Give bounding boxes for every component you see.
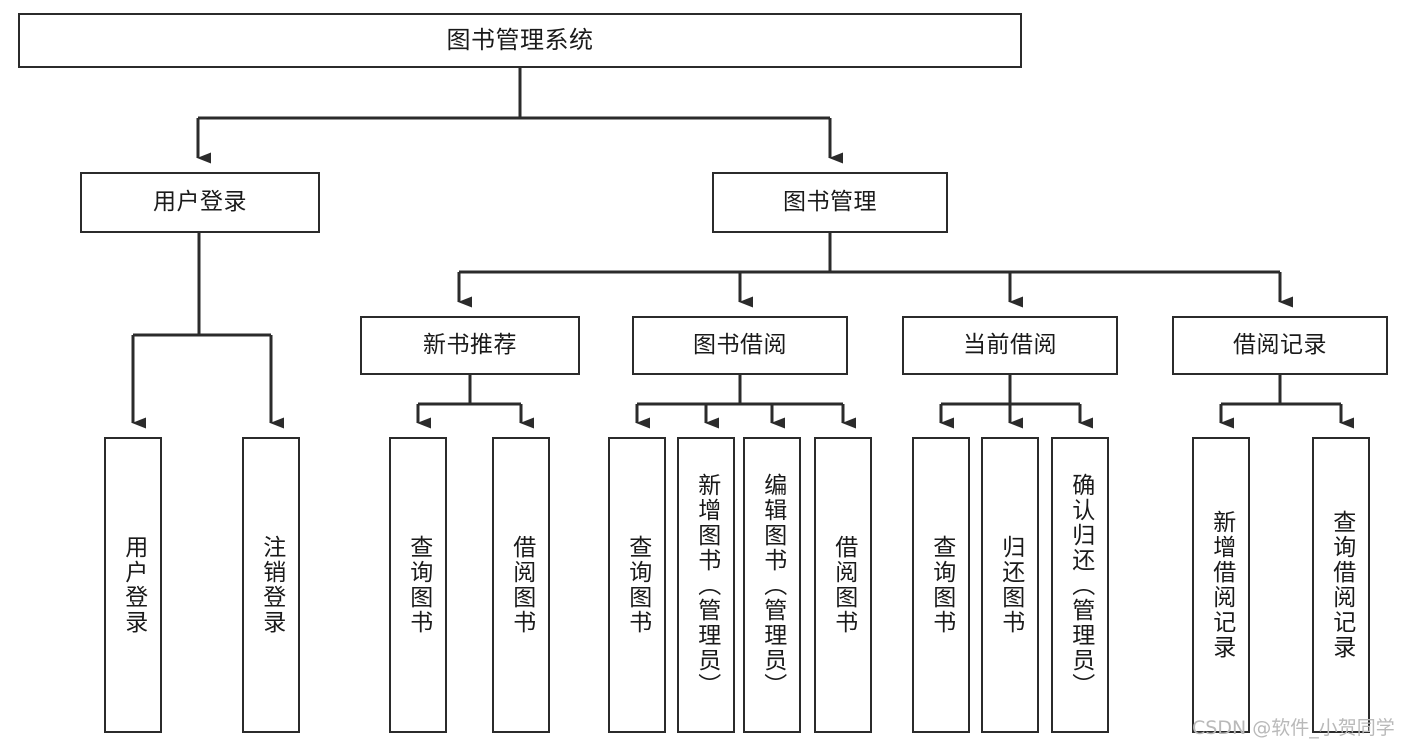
leaf-label: 编辑图书（管理员）: [759, 472, 786, 698]
node-book-borrow[interactable]: 图书借阅: [632, 316, 848, 375]
leaf-borrow-book[interactable]: 借阅图书: [814, 437, 872, 733]
leaf-query-book-borrow[interactable]: 查询图书: [608, 437, 666, 733]
leaf-borrow-book-recommend[interactable]: 借阅图书: [492, 437, 550, 733]
leaf-edit-book-admin[interactable]: 编辑图书（管理员）: [743, 437, 801, 733]
leaf-query-book-current[interactable]: 查询图书: [912, 437, 970, 733]
node-new-book-recommend[interactable]: 新书推荐: [360, 316, 580, 375]
leaf-label: 新增图书（管理员）: [693, 472, 720, 698]
leaf-label: 确认归还（管理员）: [1067, 472, 1094, 698]
leaf-label: 注销登录: [258, 535, 285, 635]
leaf-label: 新增借阅记录: [1208, 510, 1235, 660]
leaf-add-borrow-record[interactable]: 新增借阅记录: [1192, 437, 1250, 733]
watermark-text: CSDN @软件_小贺同学: [1192, 717, 1395, 739]
leaf-label: 查询图书: [624, 535, 651, 635]
leaf-label: 查询图书: [405, 535, 432, 635]
leaf-label: 用户登录: [120, 535, 147, 635]
node-root[interactable]: 图书管理系统: [18, 13, 1022, 68]
leaf-logout-login[interactable]: 注销登录: [242, 437, 300, 733]
node-current-borrow[interactable]: 当前借阅: [902, 316, 1118, 375]
node-borrow-record[interactable]: 借阅记录: [1172, 316, 1388, 375]
leaf-query-book-recommend[interactable]: 查询图书: [389, 437, 447, 733]
node-book-manage[interactable]: 图书管理: [712, 172, 948, 233]
leaf-label: 借阅图书: [508, 535, 535, 635]
leaf-add-book-admin[interactable]: 新增图书（管理员）: [677, 437, 735, 733]
leaf-label: 借阅图书: [830, 535, 857, 635]
leaf-confirm-return-admin[interactable]: 确认归还（管理员）: [1051, 437, 1109, 733]
leaf-return-book[interactable]: 归还图书: [981, 437, 1039, 733]
leaf-user-login[interactable]: 用户登录: [104, 437, 162, 733]
leaf-label: 查询图书: [928, 535, 955, 635]
leaf-query-borrow-record[interactable]: 查询借阅记录: [1312, 437, 1370, 733]
leaf-label: 查询借阅记录: [1328, 510, 1355, 660]
leaf-label: 归还图书: [997, 535, 1024, 635]
node-user-login[interactable]: 用户登录: [80, 172, 320, 233]
